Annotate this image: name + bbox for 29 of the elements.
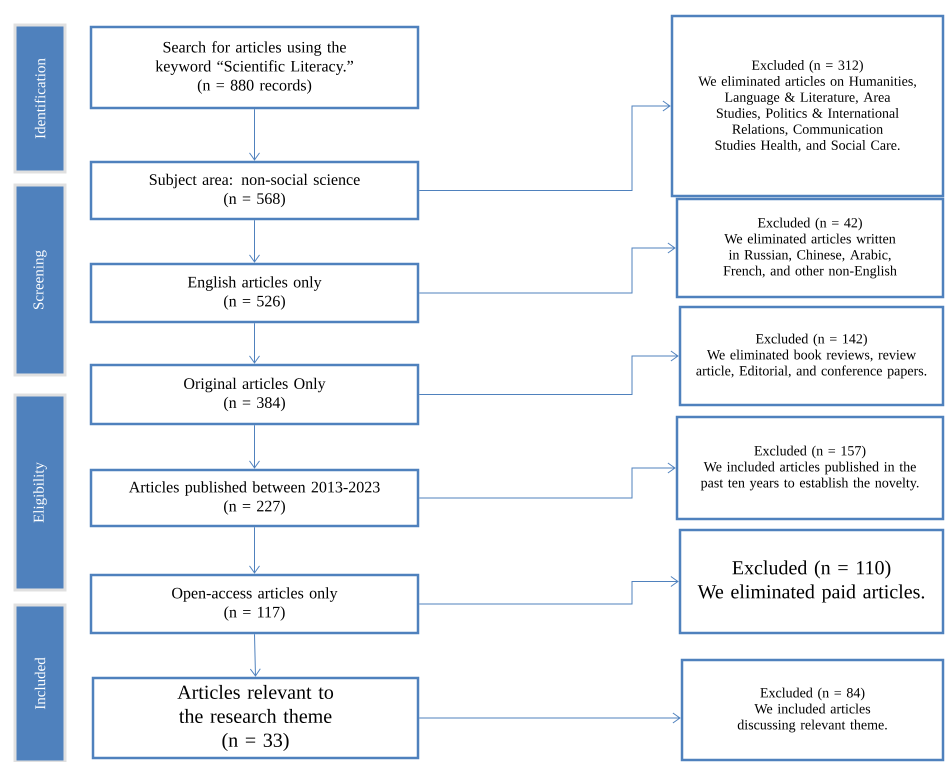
process-box: Articles relevant to the research theme (n = 33) bbox=[92, 676, 420, 760]
phase-label: Eligibility bbox=[14, 394, 66, 592]
arrow bbox=[418, 242, 676, 294]
exclusion-box: Excluded (n = 157) We included articles published in the past ten years to establish the novelty. bbox=[676, 416, 944, 520]
arrow bbox=[418, 100, 671, 191]
exclusion-box: Excluded (n = 84) We included articles discussing relevant theme. bbox=[680, 658, 944, 762]
process-box: Original articles Only (n = 384) bbox=[90, 364, 420, 426]
arrow bbox=[249, 322, 260, 364]
exclusion-box: Excluded (n = 42) We eliminated articles written in Russian, Chinese, Arabic, French, and other non-English bbox=[676, 198, 944, 298]
exclusion-box: Excluded (n = 312) We eliminated articles on Humanities, Language & Literature, Area Studies, Politics & International Relations, Communication Studies Health, and Social Care. bbox=[670, 14, 944, 198]
exclusion-box: Excluded (n = 142) We eliminated book reviews, review article, Editorial, and conference papers. bbox=[678, 306, 944, 406]
arrow bbox=[418, 712, 681, 724]
exclusion-box: Excluded (n = 110) We eliminated paid articles. bbox=[678, 528, 944, 634]
process-box: Articles published between 2013-2023 (n = 227) bbox=[90, 468, 420, 528]
arrow bbox=[250, 634, 261, 677]
process-box: English articles only (n = 526) bbox=[90, 262, 420, 324]
phase-label: Included bbox=[14, 604, 66, 762]
arrow bbox=[249, 108, 260, 161]
arrow bbox=[418, 576, 679, 604]
process-box: Search for articles using the keyword “Scientific Literacy.” (n = 880 records) bbox=[90, 26, 420, 110]
process-box: Open-access articles only (n = 117) bbox=[90, 574, 420, 634]
phase-label: Screening bbox=[14, 184, 66, 376]
phase-label: Identification bbox=[14, 24, 66, 174]
arrow bbox=[418, 350, 679, 395]
arrow bbox=[249, 424, 260, 469]
process-box: Subject area: non-social science (n = 568) bbox=[90, 160, 420, 220]
arrow bbox=[249, 220, 260, 263]
arrow bbox=[249, 526, 260, 574]
arrow bbox=[418, 462, 676, 498]
